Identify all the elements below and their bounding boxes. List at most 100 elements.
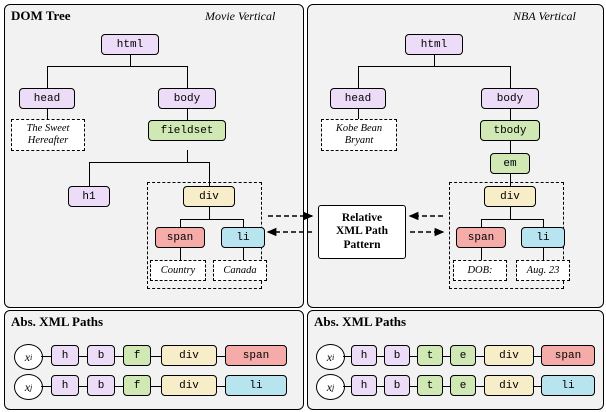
- edge: [510, 174, 511, 186]
- path-node-b-movie-1: b: [87, 345, 115, 366]
- edge: [510, 141, 511, 153]
- path-var-sub: i: [30, 352, 33, 362]
- leaf-span-text-movie: Country: [150, 260, 206, 281]
- leaf-li-text-nba: Aug. 23: [516, 260, 570, 281]
- edge: [481, 219, 543, 220]
- edge: [130, 55, 131, 66]
- edge: [209, 207, 210, 219]
- path-connector: [534, 386, 541, 387]
- relative-xml-path-pattern-box: Relative XML Path Pattern: [318, 205, 406, 259]
- path-connector: [343, 356, 351, 357]
- edge: [47, 66, 48, 88]
- path-connector: [115, 386, 123, 387]
- path-node-b-movie-2: b: [87, 375, 115, 396]
- edge: [187, 66, 188, 88]
- path-node-div-movie-2: div: [161, 375, 217, 396]
- path-var-sub: j: [332, 382, 335, 392]
- edge: [180, 219, 181, 227]
- path-var-sub: j: [30, 382, 33, 392]
- relbox-line3: Pattern: [343, 238, 381, 251]
- path-connector: [79, 386, 87, 387]
- path-node-li-nba-2: li: [541, 375, 595, 396]
- path-node-span-movie-1: span: [225, 345, 287, 366]
- node-span-nba: span: [456, 227, 506, 248]
- edge: [47, 109, 48, 119]
- path-connector: [534, 356, 541, 357]
- edge: [187, 150, 188, 162]
- edge: [543, 219, 544, 227]
- path-connector: [410, 386, 417, 387]
- edge: [358, 66, 359, 88]
- node-body-movie: body: [158, 88, 216, 109]
- node-body-nba: body: [481, 88, 539, 109]
- panel-title-dom-tree: DOM Tree: [11, 8, 71, 23]
- path-node-h-movie-2: h: [51, 375, 79, 396]
- path-var-letter: x: [24, 379, 31, 394]
- path-connector: [217, 386, 225, 387]
- path-node-b-nba-1: b: [384, 345, 410, 366]
- path-var-letter: x: [326, 379, 333, 394]
- node-fieldset-movie: fieldset: [148, 120, 226, 141]
- path-connector: [343, 386, 351, 387]
- path-connector: [79, 356, 87, 357]
- path-node-div-movie-1: div: [161, 345, 217, 366]
- panel-title-abs-paths-right: Abs. XML Paths: [314, 314, 407, 329]
- path-node-h-nba-1: h: [351, 345, 377, 366]
- leaf-line2: Hereafter: [27, 135, 69, 146]
- path-connector: [476, 356, 484, 357]
- path-connector: [410, 356, 417, 357]
- leaf-line1: The Sweet: [26, 123, 70, 135]
- edge: [358, 109, 359, 119]
- node-div-movie: div: [183, 186, 235, 207]
- path-connector: [377, 356, 384, 357]
- leaf-li-text-movie: Canada: [213, 260, 267, 281]
- path-node-h-nba-2: h: [351, 375, 377, 396]
- path-node-e-nba-1: e: [450, 345, 476, 366]
- path-node-li-movie-2: li: [225, 375, 287, 396]
- edge: [243, 248, 244, 260]
- node-div-nba: div: [484, 186, 536, 207]
- edge: [481, 248, 482, 260]
- edge: [89, 162, 90, 186]
- path-connector: [443, 386, 450, 387]
- path-connector: [377, 386, 384, 387]
- relbox-line1: Relative: [341, 211, 383, 224]
- path-connector: [476, 386, 484, 387]
- node-head-movie: head: [19, 88, 75, 109]
- edge: [434, 55, 435, 66]
- path-node-b-nba-2: b: [384, 375, 410, 396]
- leaf-head-text-nba: Kobe Bean Bryant: [321, 119, 397, 151]
- node-h1-movie: h1: [68, 186, 110, 207]
- node-li-nba: li: [521, 227, 565, 248]
- node-span-movie: span: [155, 227, 205, 248]
- node-em-nba: em: [490, 153, 530, 174]
- edge: [243, 219, 244, 227]
- path-connector: [41, 356, 51, 357]
- leaf-line1: Kobe Bean: [335, 123, 383, 135]
- path-connector: [151, 386, 161, 387]
- path-connector: [115, 356, 123, 357]
- edge: [510, 66, 511, 88]
- node-html-movie: html: [101, 34, 159, 55]
- path-connector: [217, 356, 225, 357]
- node-html-nba: html: [405, 34, 463, 55]
- node-head-nba: head: [330, 88, 386, 109]
- path-node-t-nba-1: t: [417, 345, 443, 366]
- panel-title-abs-paths-left: Abs. XML Paths: [11, 314, 104, 329]
- path-connector: [151, 356, 161, 357]
- path-connector: [443, 356, 450, 357]
- edge: [180, 248, 181, 260]
- edge: [89, 162, 209, 163]
- path-node-div-nba-2: div: [484, 375, 534, 396]
- edge: [510, 207, 511, 219]
- edge: [543, 248, 544, 260]
- path-var-letter: x: [326, 349, 333, 364]
- path-node-span-nba-1: span: [541, 345, 595, 366]
- leaf-span-text-nba: DOB:: [453, 260, 507, 281]
- path-var-sub: i: [332, 352, 335, 362]
- path-var-letter: x: [24, 349, 31, 364]
